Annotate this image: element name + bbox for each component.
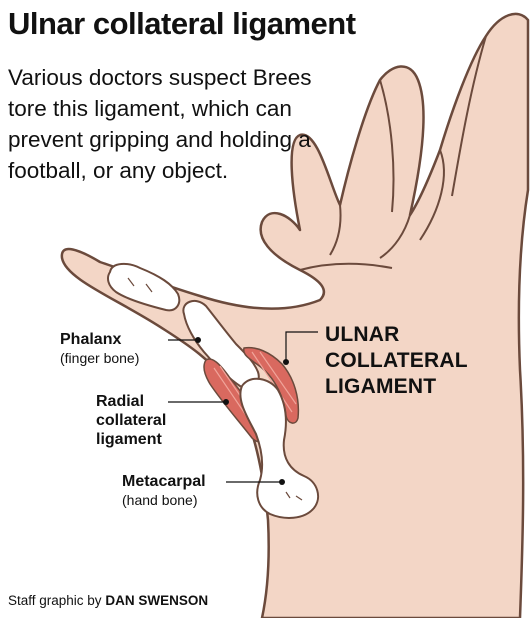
finger-crease: [419, 149, 445, 241]
metacarpal-label: Metacarpal (hand bone): [122, 472, 206, 510]
distal-phalanx-bone: [107, 262, 181, 312]
phalanx-bone: [182, 299, 260, 390]
metacarpal-name: Metacarpal: [122, 473, 206, 490]
ucl-leader-line: [285, 331, 318, 360]
ucl-line3: LIGAMENT: [325, 375, 437, 398]
radial-line2: collateral: [96, 412, 167, 429]
bone-texture: [285, 491, 303, 501]
metacarpal-bone: [239, 377, 320, 519]
phalanx-label: Phalanx (finger bone): [60, 330, 139, 368]
credit-prefix: Staff graphic by: [8, 593, 102, 608]
metacarpal-leader-dot: [279, 479, 285, 485]
ucl-leader-dot: [283, 359, 289, 365]
palm-crease: [299, 262, 393, 271]
radial-leader-dot: [223, 399, 229, 405]
phalanx-note: (finger bone): [60, 350, 140, 366]
credit-line: Staff graphic by DAN SWENSON: [8, 593, 208, 608]
ligament-fiber: [251, 351, 297, 413]
phalanx-name: Phalanx: [60, 331, 122, 348]
ucl-line1: ULNAR: [325, 323, 400, 346]
ucl-label: ULNAR COLLATERAL LIGAMENT: [325, 322, 468, 400]
phalanx-leader-dot: [195, 337, 201, 343]
credit-name: DAN SWENSON: [105, 593, 209, 608]
radial-line1: Radial: [96, 393, 145, 410]
bone-texture: [127, 277, 153, 293]
finger-outline: [451, 35, 487, 197]
page-title: Ulnar collateral ligament: [8, 6, 356, 41]
finger-outline: [379, 79, 395, 213]
description: Various doctors suspect Brees tore this …: [8, 65, 312, 183]
ucl-line2: COLLATERAL: [325, 349, 468, 372]
finger-crease: [329, 204, 342, 256]
radial-line3: ligament: [96, 431, 162, 448]
radial-label: Radial collateral ligament: [96, 392, 166, 449]
finger-crease: [379, 214, 411, 259]
metacarpal-note: (hand bone): [122, 492, 198, 508]
